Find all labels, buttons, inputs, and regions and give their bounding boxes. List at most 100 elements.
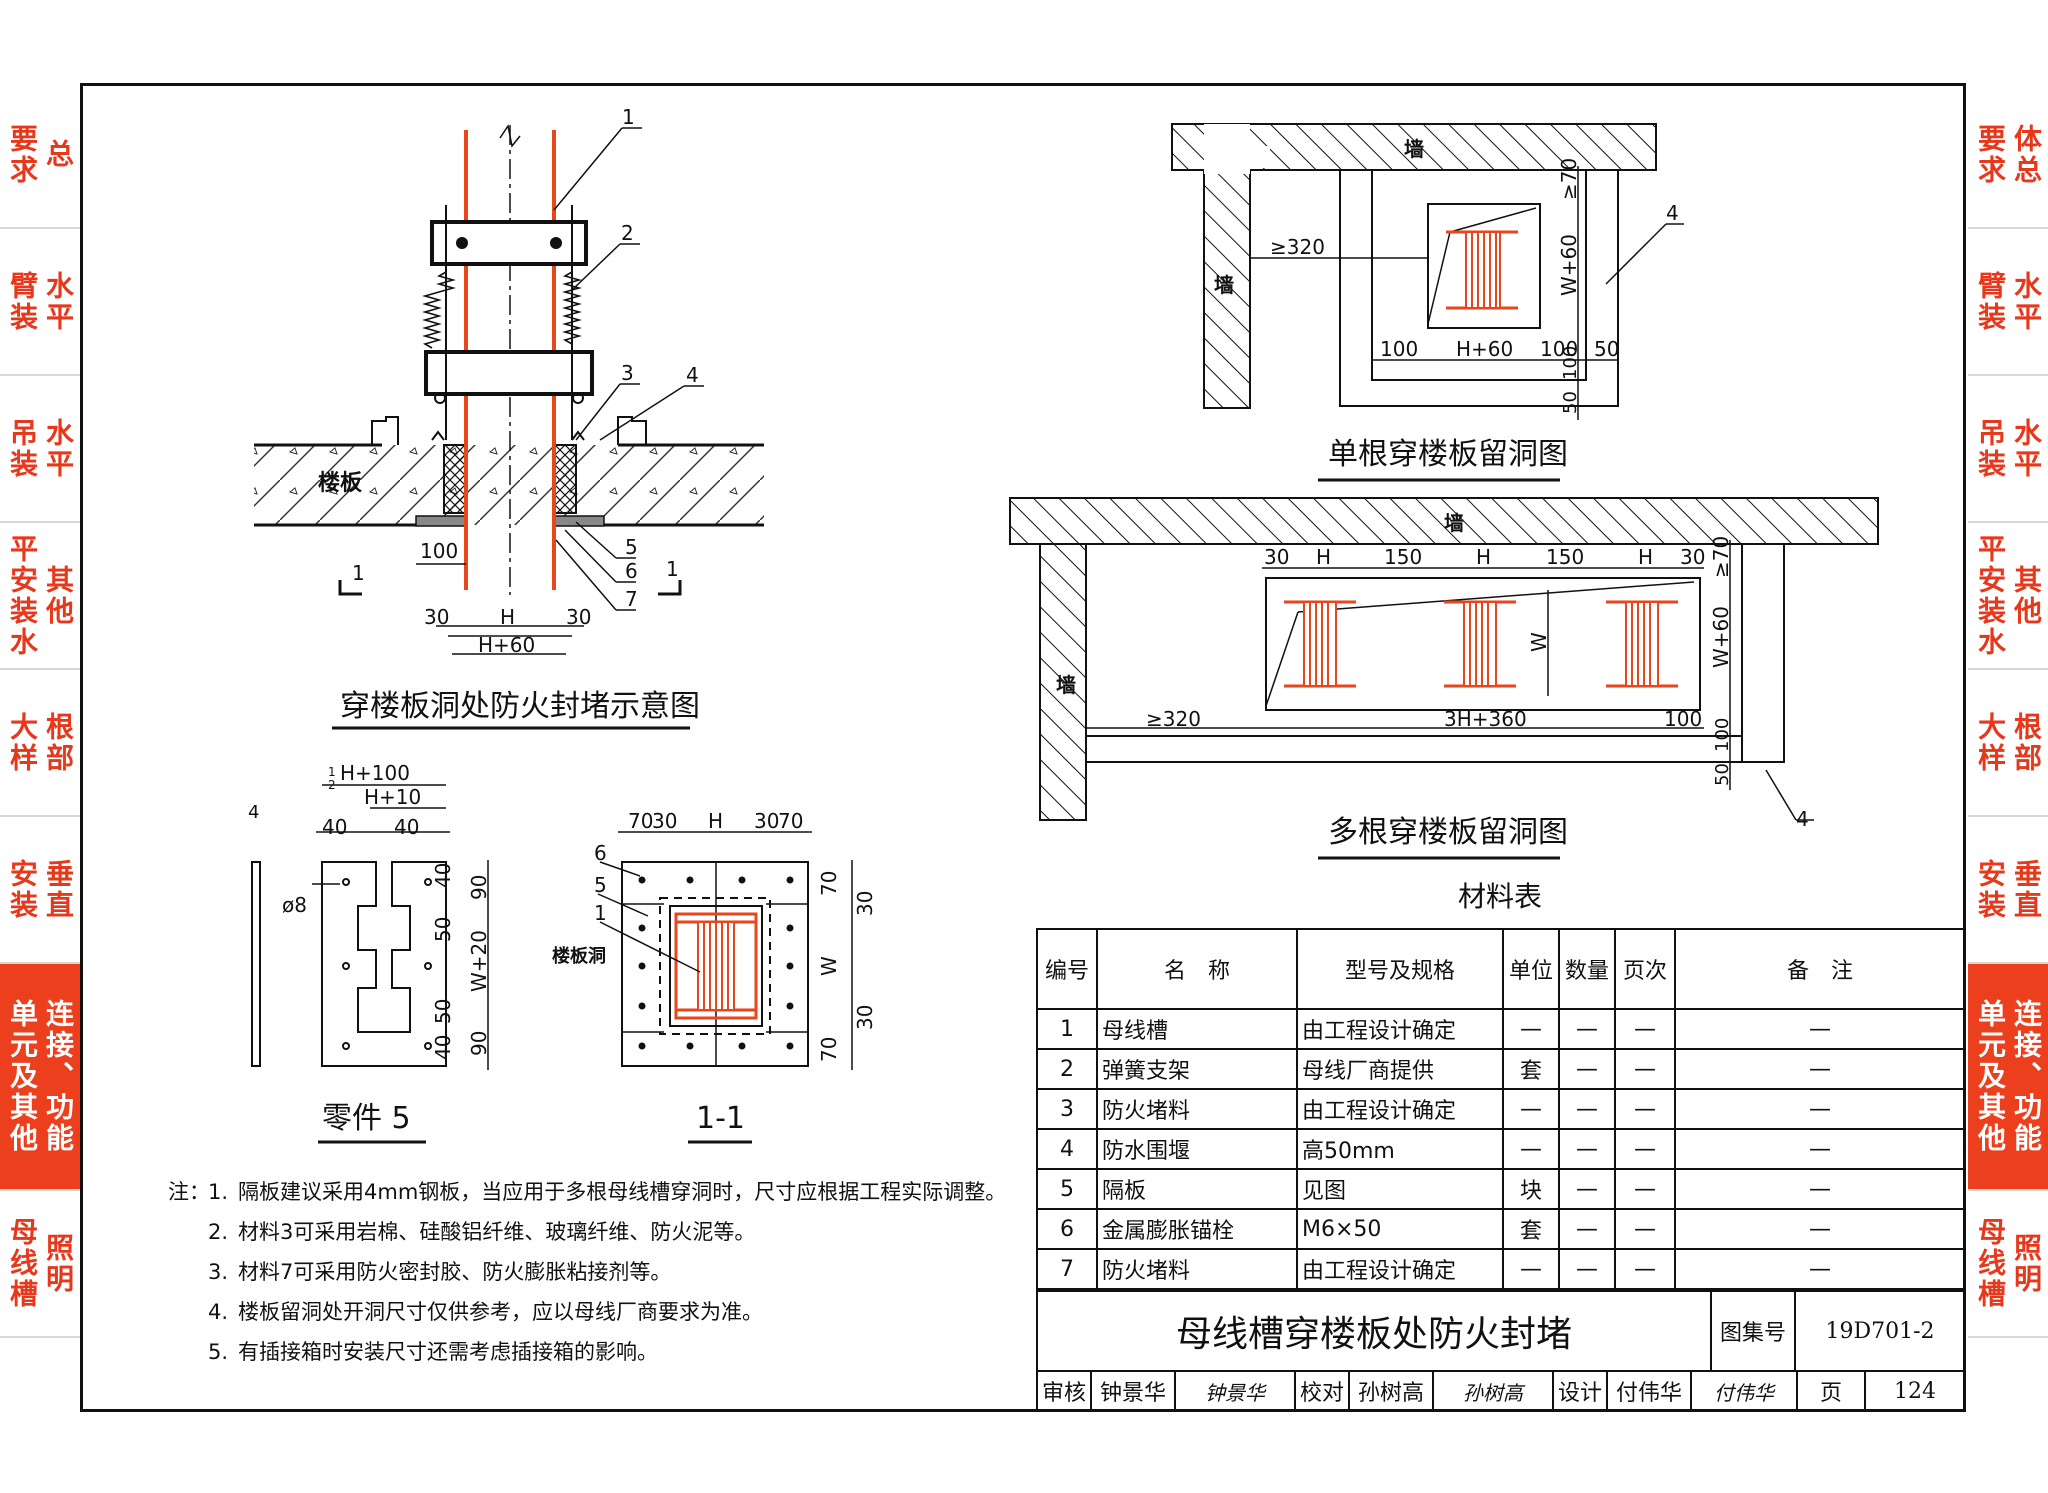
cell-qty: — — [1558, 1008, 1616, 1050]
left-section-tabs: 要求总 臂装水平 吊装水平 平安装水其他 大样根部 安装垂直 单元及其他连接、功… — [0, 82, 80, 1338]
cell-qty: — — [1558, 1048, 1616, 1090]
busbar-multi-1 — [1284, 600, 1356, 688]
section-mark-left: 1 — [352, 561, 365, 585]
partition-plate-shape — [321, 861, 447, 1067]
tab-lighting-busbar[interactable]: 母线槽照明 — [1968, 1191, 2048, 1338]
review-label: 审核 — [1036, 1370, 1092, 1412]
note-number: 1. — [208, 1180, 229, 1204]
checker-name: 孙树高 — [1348, 1370, 1434, 1412]
fire-stop-material-right — [553, 444, 577, 514]
fire-stop-material-left — [443, 444, 467, 514]
figure-title-multi-hole: 多根穿楼板留洞图 — [1328, 815, 1568, 850]
drawing-title: 母线槽穿楼板处防火封堵 — [1036, 1290, 1712, 1372]
page-label: 页 — [1796, 1370, 1866, 1412]
dim-v-40-top: 40 — [431, 863, 455, 888]
callout-2: 2 — [621, 221, 634, 245]
dim-150-right: 150 — [1546, 545, 1584, 569]
dim-70-right: 70 — [778, 809, 803, 833]
dim-H-1: H — [1316, 545, 1331, 569]
note-number: 2. — [208, 1220, 229, 1244]
busbar-multi-3 — [1606, 600, 1678, 688]
tab-vertical[interactable]: 安装垂直 — [1968, 817, 2048, 964]
note-item: 3.材料7可采用防火密封胶、防火膨胀粘接剂等。 — [168, 1252, 1006, 1292]
multi-hole-figure: 墙 墙 — [1009, 497, 1879, 913]
dim-v-90-top: 90 — [467, 875, 491, 900]
note-text: 楼板留洞处开洞尺寸仅供参考，应以母线厂商要求为准。 — [238, 1300, 763, 1324]
tab-horizontal-hang[interactable]: 吊装水平 — [0, 376, 80, 523]
spring-left — [422, 271, 456, 349]
callout-6: 6 — [594, 841, 607, 865]
callout-7: 7 — [625, 587, 638, 611]
tab-root-detail[interactable]: 大样根部 — [1968, 670, 2048, 817]
callout-1: 1 — [594, 901, 607, 925]
dim-v-30-top: 30 — [853, 891, 877, 916]
cell-page: — — [1614, 1168, 1676, 1210]
tab-root-detail[interactable]: 大样根部 — [0, 670, 80, 817]
tab-connection-units[interactable]: 单元及其他连接、功能 — [1968, 964, 2048, 1191]
note-text: 材料7可采用防火密封胶、防火膨胀粘接剂等。 — [238, 1260, 672, 1284]
tab-other-flat[interactable]: 平安装水其他 — [1968, 523, 2048, 670]
callout-4: 4 — [686, 363, 699, 387]
drawing-frame — [80, 83, 1966, 1412]
callout-1: 1 — [622, 105, 635, 129]
busbar-single — [1446, 230, 1518, 310]
dim-100-right: 100 — [1540, 337, 1578, 361]
tab-other-flat[interactable]: 平安装水其他 — [0, 523, 80, 670]
cell-qty: — — [1558, 1168, 1616, 1210]
cell-page: — — [1614, 1048, 1676, 1090]
tab-connection-units[interactable]: 单元及其他连接、功能 — [0, 964, 80, 1191]
cell-spec: 高50mm — [1296, 1128, 1504, 1170]
cell-unit: 块 — [1502, 1168, 1560, 1210]
cell-remark: — — [1674, 1048, 1966, 1090]
note-text: 隔板建议采用4mm钢板，当应用于多根母线槽穿洞时，尺寸应根据工程实际调整。 — [238, 1180, 1007, 1204]
cell-unit: 套 — [1502, 1208, 1560, 1250]
dim-30-left: 30 — [1264, 545, 1289, 569]
cell-unit: — — [1502, 1008, 1560, 1050]
dim-4: 4 — [248, 802, 259, 823]
cell-page: — — [1614, 1248, 1676, 1290]
tab-horizontal-arm[interactable]: 臂装水平 — [1968, 229, 2048, 376]
tab-general[interactable]: 要求体总 — [1968, 82, 2048, 229]
dim-H-plus-60: H+60 — [478, 633, 535, 657]
dim-50: 50 — [1594, 337, 1619, 361]
tab-horizontal-hang[interactable]: 吊装水平 — [1968, 376, 2048, 523]
dim-H-plus-60: H+60 — [1456, 337, 1513, 361]
dim-30-right: 30 — [1680, 545, 1705, 569]
cell-no: 1 — [1036, 1008, 1098, 1050]
dim-phi8: ø8 — [282, 893, 307, 917]
note-item: 2.材料3可采用岩棉、硅酸铝纤维、玻璃纤维、防火泥等。 — [168, 1212, 1006, 1252]
reviewer-name: 钟景华 — [1090, 1370, 1176, 1412]
dim-100: 100 — [420, 539, 458, 563]
dim-H-plus-100: H+100 — [340, 761, 410, 785]
dim-v-50: 50 — [1560, 391, 1581, 414]
busbar-multi-2 — [1444, 600, 1516, 688]
cell-page: — — [1614, 1088, 1676, 1130]
cell-name: 防水围堰 — [1096, 1128, 1298, 1170]
atlas-label: 图集号 — [1710, 1290, 1796, 1372]
cell-remark: — — [1674, 1208, 1966, 1250]
tab-vertical[interactable]: 安装垂直 — [0, 817, 80, 964]
tab-horizontal-arm[interactable]: 臂装水平 — [0, 229, 80, 376]
dim-H: H — [708, 809, 723, 833]
cell-spec: 由工程设计确定 — [1296, 1248, 1504, 1290]
dim-v-100: 100 — [1712, 718, 1733, 752]
tab-general[interactable]: 要求总 — [0, 82, 80, 229]
dim-H-2: H — [1476, 545, 1491, 569]
cell-spec: 母线厂商提供 — [1296, 1048, 1504, 1090]
dim-frac-1: 1 — [328, 765, 336, 779]
wall-label-top: 墙 — [1444, 511, 1464, 535]
cell-name: 金属膨胀锚栓 — [1096, 1208, 1298, 1250]
dim-v-50: 50 — [1712, 763, 1733, 786]
col-header-no: 编号 — [1036, 928, 1098, 1010]
cell-no: 5 — [1036, 1168, 1098, 1210]
note-number: 4. — [208, 1300, 229, 1324]
figure-title-fire-seal: 穿楼板洞处防火封堵示意图 — [340, 689, 700, 724]
notes-label: 注： — [168, 1180, 210, 1204]
dim-v-30-bottom: 30 — [853, 1005, 877, 1030]
dim-v-50-top: 50 — [431, 917, 455, 942]
tab-lighting-busbar[interactable]: 母线槽照明 — [0, 1191, 80, 1338]
cell-qty: — — [1558, 1248, 1616, 1290]
